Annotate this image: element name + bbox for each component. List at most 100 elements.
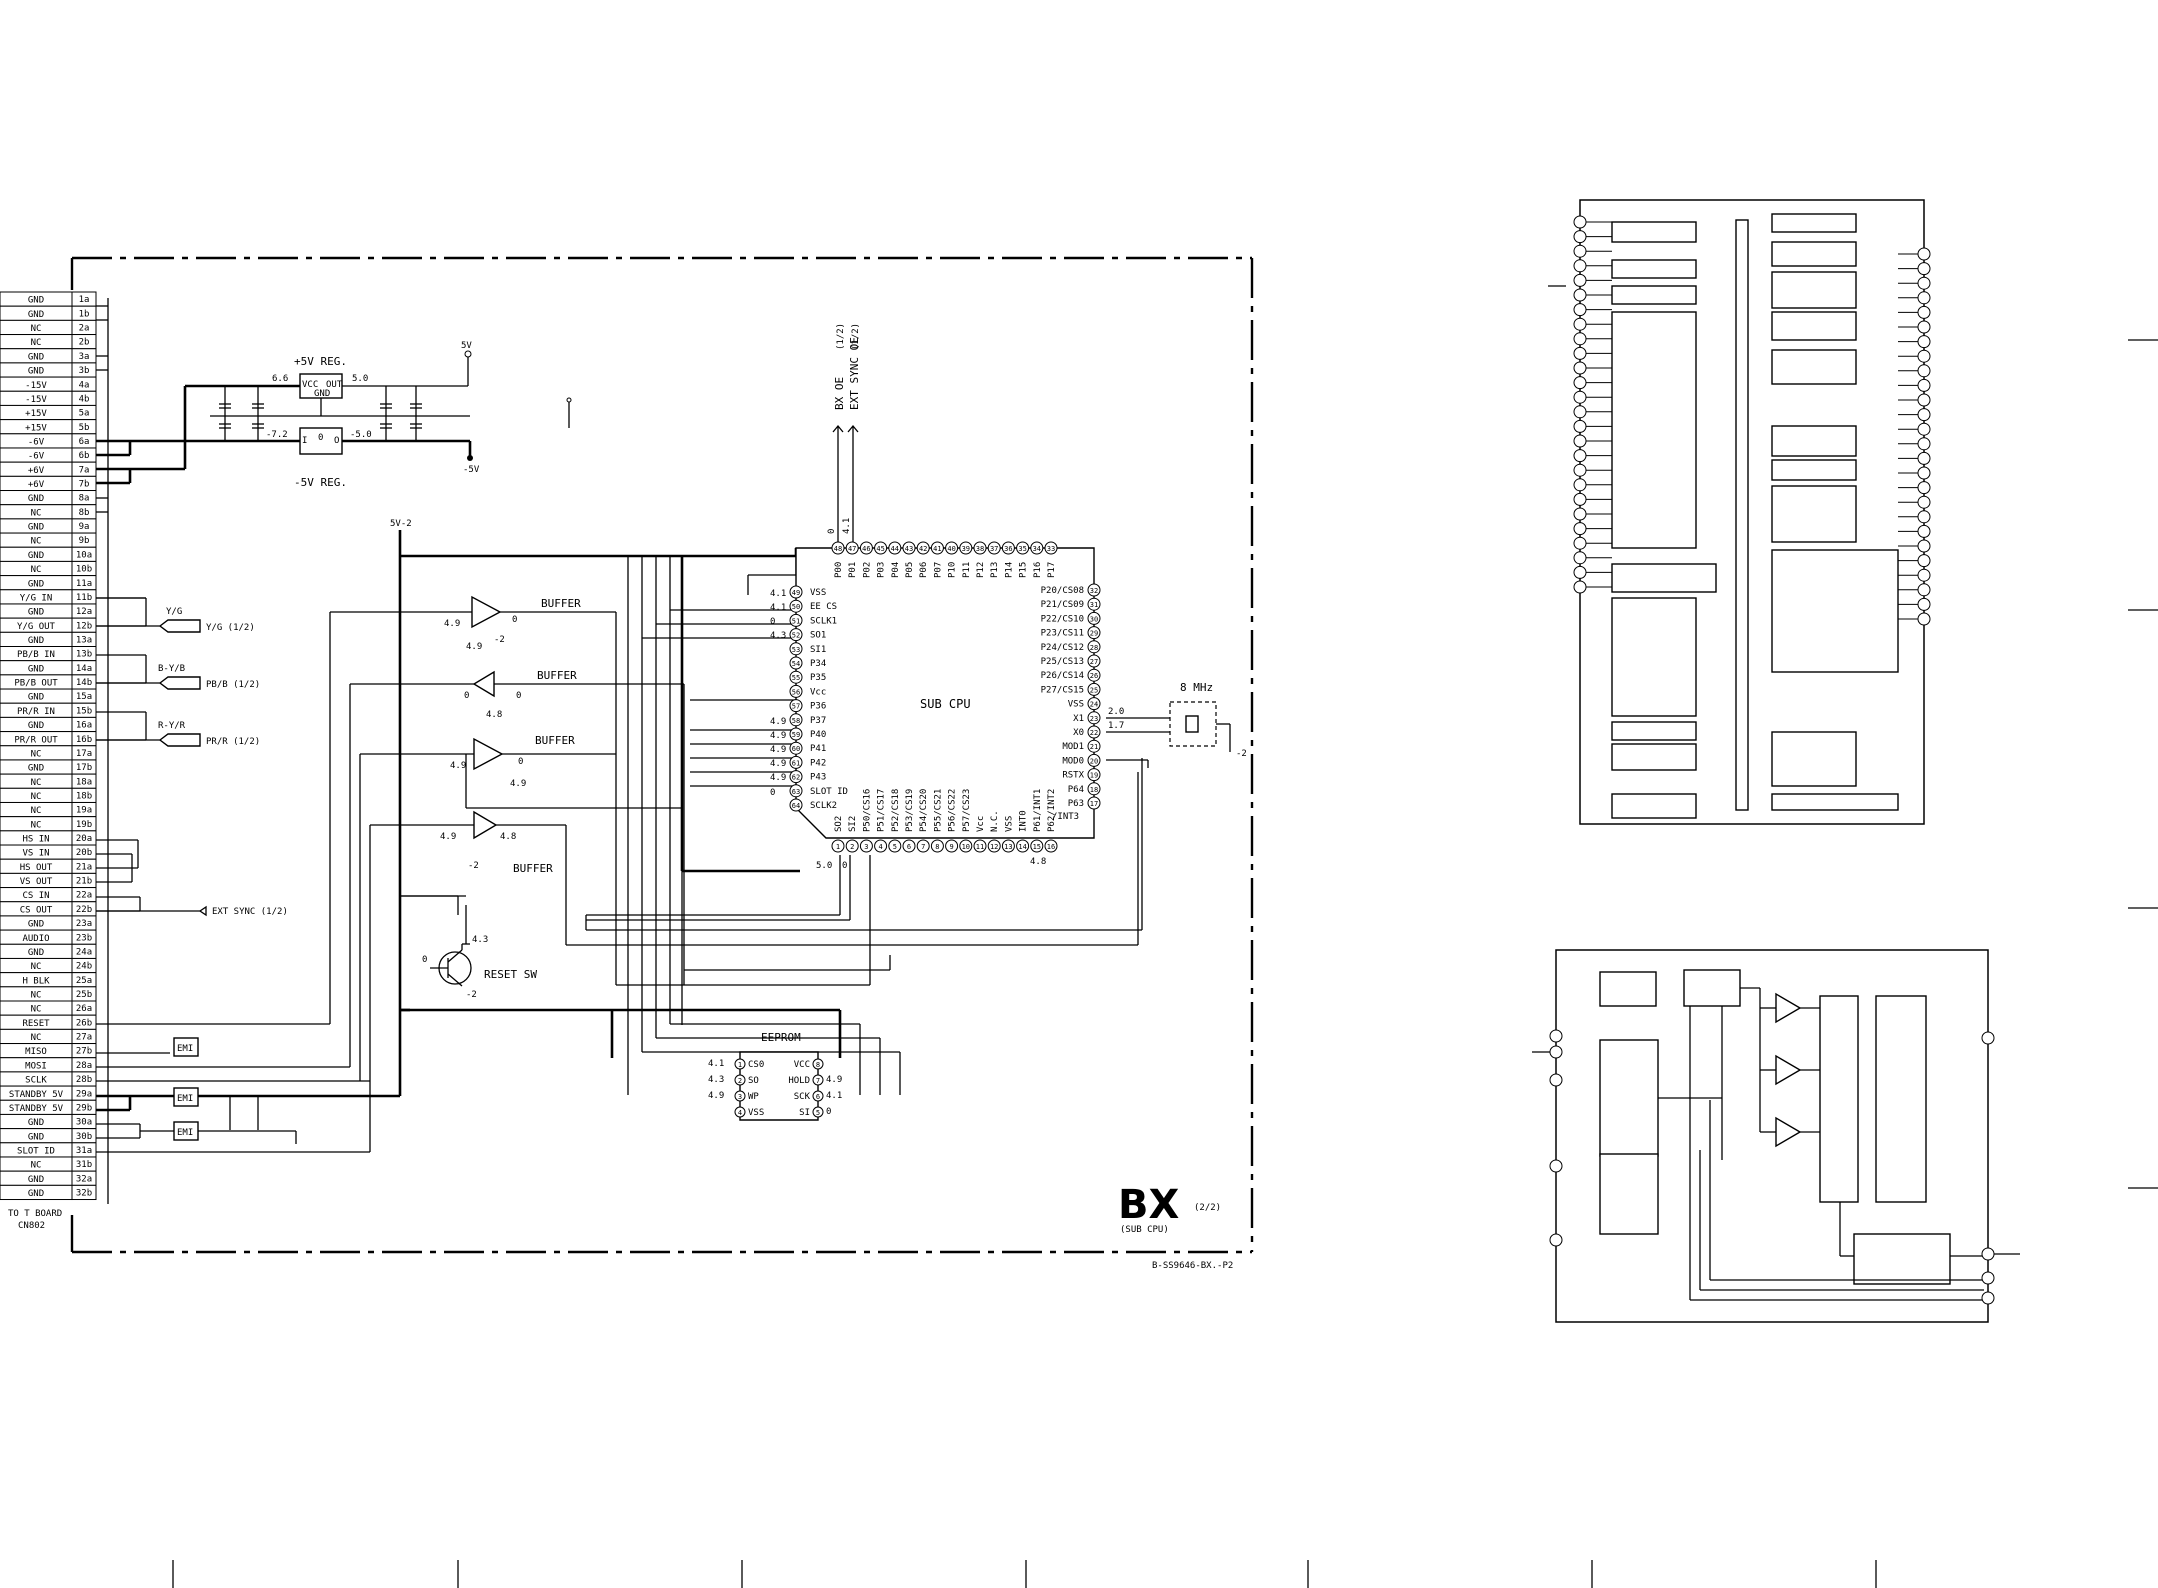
connector-pin-number: 20a [76,834,92,844]
connector-pin-number: 1a [79,295,90,305]
connector-signal-name: NC [31,1161,42,1171]
cpu-pin-name: P01 [848,562,858,578]
eeprom-voltage-label: 0 [826,1107,831,1117]
cpu-pin [888,839,902,853]
cpu-pin [789,642,803,656]
cpu-pin-number: 44 [891,545,899,553]
connector-pin-number: 32a [76,1174,92,1184]
cpu-pin-name: P16 [1033,562,1043,578]
ic-pin [1917,393,1931,407]
connector-pin-number: 14b [76,678,92,688]
ic-pin [1917,554,1931,568]
cpu-pin-name: RSTX [1062,771,1084,781]
cpu-pin-number: 63 [792,788,800,796]
ic-pin [1573,492,1587,506]
connector-wiring [96,298,370,1204]
cpu-pin-name: P15 [1019,562,1029,578]
cpu-pin [987,541,1001,555]
connector-pin-number: 31a [76,1146,92,1156]
svg-text:EMI: EMI [177,1094,193,1104]
connector-signal-name: MOSI [25,1061,47,1071]
cpu-pin [1001,541,1015,555]
connector-pin-number: 9b [79,536,90,546]
cpu-pin [1087,711,1101,725]
cpu-pin-number: 27 [1090,658,1098,666]
ic-pin [1917,466,1931,480]
buffer-1-label: BUFFER [541,597,581,610]
cpu-pin-name: SI2 [848,816,858,832]
cpu-pin-name: P50/CS16 [862,789,872,832]
connector-signal-name: NC [31,537,42,547]
cpu-pin-number: 23 [1090,715,1098,723]
cpu-pin [1087,668,1101,682]
cpu-pin-name: P36 [810,702,826,712]
cpu-pin [973,541,987,555]
connector-pin-number: 21b [76,877,92,887]
cpu-pin [916,839,930,853]
cpu-pin [1016,541,1030,555]
connector-signal-name: NC [31,991,42,1001]
ic-pin [1917,364,1931,378]
ic-pin [1917,408,1931,422]
cpu-pin-number: 55 [792,674,800,682]
cpu-pin-name: P63 [1068,799,1084,809]
connector-pin-number: 5b [79,423,90,433]
cpu-pin-number: 22 [1090,729,1098,737]
cpu-pin-name: P25/CS13 [1041,657,1084,667]
ic-pin [1917,539,1931,553]
connector-signal-name: GND [28,1132,44,1142]
connector-pin-number: 28a [76,1061,92,1071]
ic-pin [1917,583,1931,597]
connector-signal-name: NC [31,792,42,802]
connector-pin-number: 4b [79,394,90,404]
connector-pin-number: 9a [79,522,90,532]
cpu-pin [789,628,803,642]
ic-pin [1981,1291,1995,1305]
pos-reg-in-voltage: 6.6 [272,374,288,384]
connector-pin-number: 23b [76,933,92,943]
connector-pin-number: 17a [76,749,92,759]
buffer-4: BUFFER 4.9 4.8 -2 [420,810,566,875]
buffer-section: 5V-2 BUFFER 4.9 0 4.9 -2 BUFFER 0 0 4.8 [170,519,798,1098]
cpu-voltage-label: 4.9 [770,731,786,741]
connector-signal-name: SLOT ID [17,1146,55,1156]
connector-pin-number: 1b [79,309,90,319]
connector-signal-name: PR/R OUT [14,735,58,745]
connector-pin-number: 11b [76,593,92,603]
svg-text:EMI: EMI [177,1128,193,1138]
connector-signal-name: CS OUT [20,905,53,915]
connector-signal-name: PB/B IN [17,650,55,660]
connector-signal-name: NC [31,1033,42,1043]
pbb-ref-label: PB/B (1/2) [206,680,260,690]
board-frame [70,256,1254,1254]
cpu-pin-name: MOD1 [1062,742,1084,752]
ic-pin [1573,346,1587,360]
ic-pin [1917,524,1931,538]
byb-label: B-Y/B [158,664,185,674]
eeprom-pin-name: WP [748,1092,759,1102]
ic-pin [1917,437,1931,451]
connector-signal-name: GND [28,608,44,618]
ic-pin [1981,1247,1995,1261]
connector-signal-name: GND [28,764,44,774]
connector-pin-number: 19a [76,806,92,816]
reset-switch: 0 4.3 -2 RESET SW [400,895,537,1000]
cpu-pin-name: P51/CS17 [877,789,887,832]
svg-text:(1/2): (1/2) [836,323,846,350]
ic-pin [1573,419,1587,433]
connector-signal-name: +6V [28,480,45,490]
